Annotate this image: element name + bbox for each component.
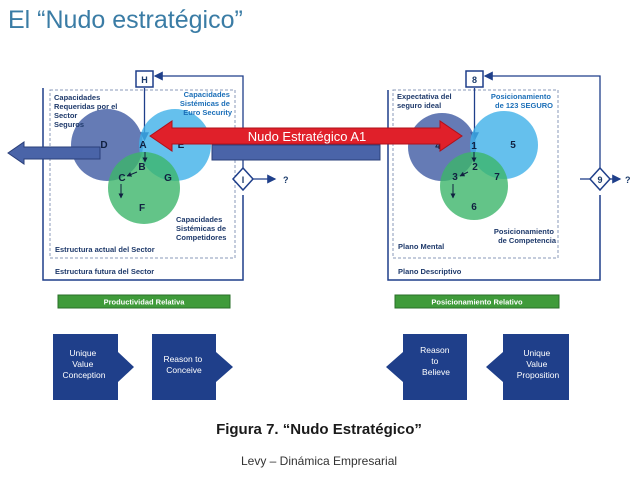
left-letter-e: E bbox=[178, 140, 185, 151]
left-block-rtc bbox=[152, 334, 233, 400]
right-feedback-arrow bbox=[483, 71, 601, 170]
right-label-descriptivo: Plano Descriptivo bbox=[398, 267, 462, 276]
figure-caption: Figura 7. “Nudo Estratégico” bbox=[216, 421, 422, 438]
left-letter-d: D bbox=[100, 140, 107, 151]
right-block-rtb-label: Reason to Believe bbox=[420, 345, 452, 377]
right-bar-label: Posicionamiento Relativo bbox=[431, 298, 523, 307]
left-letter-c: C bbox=[118, 173, 125, 184]
left-circle-green bbox=[108, 152, 180, 224]
left-letter-a: A bbox=[139, 140, 146, 151]
right-num-3: 3 bbox=[452, 172, 458, 183]
nudo-arrow: Nudo Estratégico A1 bbox=[149, 120, 463, 152]
right-bar-posicionamiento bbox=[394, 294, 560, 309]
right-box-8 bbox=[465, 70, 484, 88]
left-label-competidores: Capacidades Sistémicas de Competidores bbox=[176, 215, 228, 242]
right-diamond-9 bbox=[588, 166, 612, 192]
credit-line: Levy – Dinámica Empresarial bbox=[240, 454, 398, 468]
left-bar-label: Productividad Relativa bbox=[104, 298, 186, 307]
right-label-expectativa: Expectativa del seguro ideal bbox=[397, 92, 454, 110]
left-label-euro: Capacidades Sistémicas de Euro Security bbox=[180, 90, 233, 117]
left-label-actual: Estructura actual del Sector bbox=[55, 245, 155, 254]
left-arrow-b-c bbox=[126, 171, 138, 177]
left-outer-frame bbox=[42, 88, 244, 281]
right-num-7: 7 bbox=[494, 172, 500, 183]
left-box-h bbox=[135, 70, 154, 88]
left-block-rtc-label: Reason to Conceive bbox=[163, 354, 204, 375]
right-diamond-9-label: 9 bbox=[597, 175, 602, 185]
left-label-futura: Estructura futura del Sector bbox=[55, 267, 154, 276]
left-block-uvc bbox=[53, 334, 134, 400]
left-diagram: H D A E B C G F Capacidades Requeridas p… bbox=[7, 70, 289, 400]
left-diamond-i bbox=[231, 166, 255, 192]
right-num-6: 6 bbox=[471, 202, 477, 213]
right-label-competencia: Posicionamiento de Competencia bbox=[494, 227, 557, 245]
right-block-uvp-label: Unique Value Proposition bbox=[517, 348, 560, 380]
nudo-label: Nudo Estratégico A1 bbox=[248, 129, 367, 144]
left-bar-productividad bbox=[57, 294, 231, 309]
right-label-mental: Plano Mental bbox=[398, 242, 444, 251]
left-letter-f: F bbox=[139, 203, 145, 214]
right-diagram: 8 4 1 5 2 3 7 6 Expectativa del seguro i… bbox=[386, 70, 631, 400]
left-letter-g: G bbox=[164, 173, 172, 184]
right-circle-green bbox=[440, 152, 508, 220]
page-title: El “Nudo estratégico” bbox=[8, 6, 243, 34]
right-num-5: 5 bbox=[510, 140, 516, 151]
left-block-uvc-label: Unique Value Conception bbox=[62, 348, 105, 380]
left-exit-arrow bbox=[7, 141, 101, 165]
right-num-2: 2 bbox=[472, 162, 478, 173]
center-connector bbox=[211, 144, 381, 161]
right-num-4: 4 bbox=[435, 141, 441, 152]
left-letter-b: B bbox=[138, 162, 145, 173]
left-diamond-i-label: I bbox=[242, 175, 245, 185]
right-block-uvp bbox=[486, 334, 569, 400]
left-inner-frame bbox=[49, 89, 236, 259]
right-num-1: 1 bbox=[471, 141, 477, 152]
center-connector-bar bbox=[211, 144, 381, 161]
right-label-posicionamiento: Posicionamiento de 123 SEGURO bbox=[491, 92, 553, 110]
nudo-double-arrow bbox=[149, 120, 463, 152]
right-question: ? bbox=[625, 175, 631, 185]
right-arrow-2-3 bbox=[459, 171, 469, 177]
right-inner-frame bbox=[392, 89, 559, 259]
right-outer-frame bbox=[387, 90, 601, 281]
left-box-h-label: H bbox=[141, 75, 148, 85]
left-question: ? bbox=[283, 175, 289, 185]
right-block-rtb bbox=[386, 334, 467, 400]
left-label-requeridas: Capacidades Requeridas por el Sector Seg… bbox=[54, 93, 119, 129]
right-box-8-label: 8 bbox=[472, 75, 477, 85]
